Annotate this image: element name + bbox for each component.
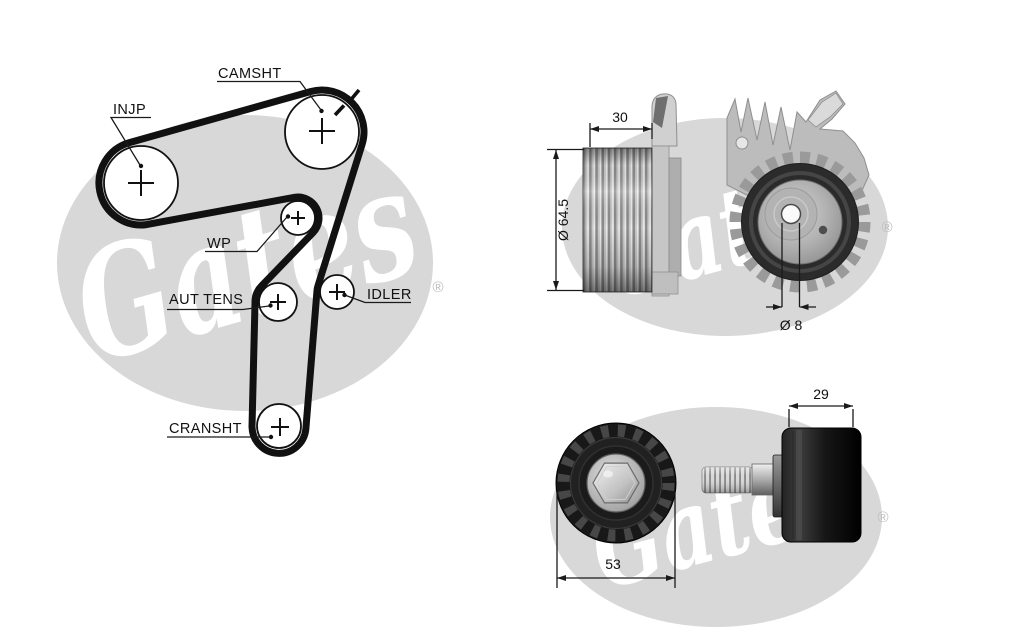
wp-label: WP: [207, 236, 231, 252]
tensioner-teeth-ring: [729, 151, 871, 293]
wp-leader: [205, 216, 288, 253]
camshaft-label: CAMSHT: [218, 66, 282, 82]
wp-cross: [291, 211, 305, 225]
crankshaft-cross: [271, 418, 289, 436]
tensioner-face-hole: [818, 225, 828, 235]
camshaft-cross: [309, 118, 335, 144]
tensioner-diameter-value: Ø 64.5: [555, 199, 571, 241]
idler-label: IDLER: [367, 287, 412, 303]
idler-stud-thread-shade: [702, 467, 753, 493]
idler-front-view: 53: [555, 422, 677, 588]
wp-leader-dot: [285, 214, 291, 219]
registered-trademark-icon: ®: [881, 219, 892, 236]
aut-tens-label: AUT TENS: [169, 292, 243, 308]
tensioner-front-view: Ø 8: [726, 90, 871, 333]
tensioner-drum-shading: [583, 148, 652, 292]
idler-diameter-value: 53: [605, 556, 621, 572]
tensioner-cross: [270, 294, 286, 310]
timing-marks: [333, 88, 361, 117]
timing-belt: [95, 86, 368, 457]
idler-cylinder-highlight: [796, 430, 802, 540]
idler-bolt-glare: [603, 470, 613, 478]
tensioner-backplate-foot: [651, 271, 679, 295]
bracket-tab: [807, 92, 844, 128]
idler-rim-ribs: [557, 424, 675, 542]
idler-width-value: 29: [813, 386, 829, 402]
injp-leader-dot: [138, 163, 144, 169]
cranshaft-leader-dot: [268, 434, 274, 440]
aut-tens-leader-dot: [268, 303, 273, 308]
injp-leader: [109, 116, 151, 166]
camshaft-leader-dot: [319, 108, 324, 114]
idler-hex-inner-edge: [596, 466, 636, 500]
idler-cross: [329, 284, 345, 300]
bracket-hole: [735, 136, 749, 150]
idler-diameter-dimension: 53: [556, 492, 676, 588]
idler-leader-dot: [342, 292, 347, 298]
idler-stud-shank: [751, 463, 775, 496]
tensioner-diameter-dimension: Ø 64.5: [547, 148, 584, 292]
tensioner-bore: [780, 203, 802, 225]
tensioner-width-value: 30: [612, 109, 628, 125]
tensioner-hub-ring: [773, 196, 809, 232]
tensioner-side-view: 30 Ø 64.5: [547, 93, 682, 297]
camshaft-leader: [217, 80, 322, 111]
belt-routing-diagram: CAMSHT INJP WP AUT TENS IDLER CRANSHT: [95, 66, 412, 457]
tensioner-bore-dimension: Ø 8: [766, 223, 816, 333]
tensioner-bore-value: Ø 8: [780, 317, 803, 333]
tensioner-bracket-slot: [653, 96, 668, 128]
injp-cross: [128, 170, 154, 196]
idler-width-dimension: 29: [788, 386, 854, 427]
registered-trademark-icon: ®: [432, 279, 443, 296]
belt-labels: CAMSHT INJP WP AUT TENS IDLER CRANSHT: [109, 66, 412, 440]
registered-trademark-icon: ®: [877, 509, 888, 526]
cranshaft-label: CRANSHT: [169, 421, 242, 437]
idler-cylinder: [781, 427, 862, 543]
idler-leader: [345, 294, 411, 304]
tensioner-backplate-2: [668, 157, 682, 277]
pulley-center-crosses: [128, 118, 345, 436]
aut-tens-leader: [167, 305, 270, 311]
injp-label: INJP: [113, 102, 146, 118]
tensioner-width-dimension: 30: [589, 109, 653, 147]
idler-side-view: 29: [701, 386, 862, 543]
